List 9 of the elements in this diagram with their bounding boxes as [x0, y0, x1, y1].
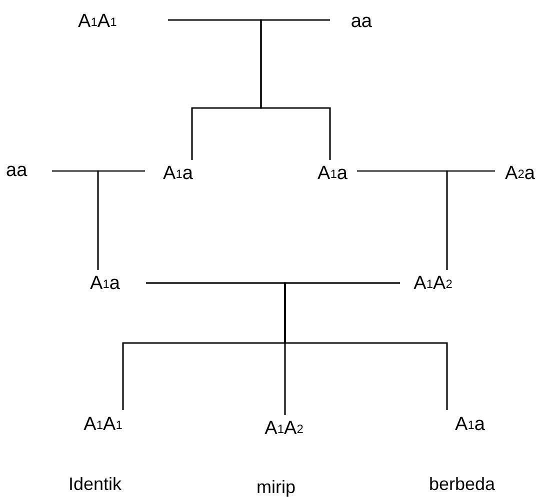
phenotype-label: berbeda: [428, 474, 496, 495]
pedigree-line: [284, 282, 448, 410]
genotype-label: aa: [330, 8, 372, 36]
pedigree-line: [260, 19, 331, 160]
phenotype-label: Identik: [68, 474, 122, 495]
phenotype-label: mirip: [256, 477, 296, 497]
pedigree-line: [446, 170, 495, 270]
pedigree-line: [97, 170, 145, 270]
genotype-label: aa: [6, 157, 52, 185]
